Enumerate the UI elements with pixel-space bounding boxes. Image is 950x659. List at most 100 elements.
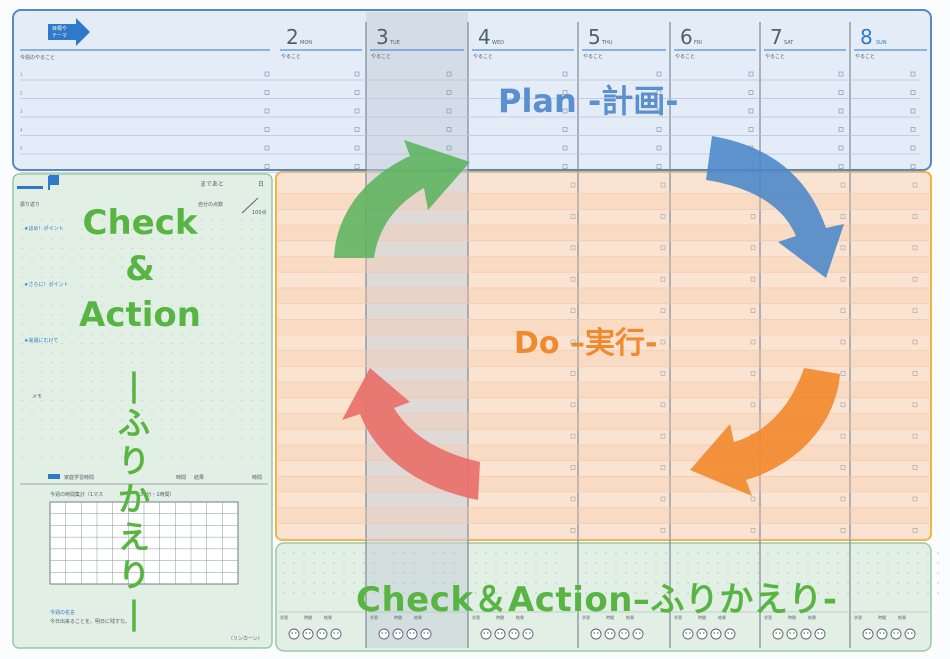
footer-study-label: 学習 — [674, 614, 682, 620]
grid-dot — [353, 582, 355, 584]
grid-dot — [737, 572, 739, 574]
grid-dot — [717, 582, 719, 584]
ampersand-label: & — [125, 249, 155, 289]
grid-dot — [151, 219, 153, 221]
grid-dot — [363, 552, 365, 554]
grid-dot — [505, 562, 507, 564]
grid-dot — [211, 285, 213, 288]
grid-dot — [81, 247, 83, 250]
grid-dot — [51, 276, 53, 278]
grid-dot — [111, 314, 113, 316]
grid-dot — [211, 390, 213, 392]
action-label: Action — [79, 295, 201, 335]
grid-dot — [555, 582, 557, 584]
grid-dot — [61, 437, 63, 440]
grid-dot — [241, 380, 243, 383]
grid-dot — [131, 228, 133, 231]
grid-dot — [343, 592, 345, 594]
grid-dot — [323, 582, 325, 584]
grid-dot — [443, 582, 445, 584]
grid-dot — [625, 592, 627, 594]
grid-dot — [171, 380, 173, 383]
grid-dot — [31, 257, 33, 259]
grid-dot — [241, 456, 243, 459]
grid-dot — [403, 562, 405, 564]
grid-dot — [433, 572, 435, 574]
checkbox — [656, 145, 662, 151]
grid-dot — [747, 552, 749, 554]
grid-dot — [241, 333, 243, 335]
grid-dot — [221, 276, 223, 278]
grid-dot — [211, 428, 213, 430]
grid-dot — [121, 409, 123, 411]
checkbox — [656, 90, 662, 95]
grid-dot — [111, 304, 113, 307]
grid-dot — [313, 562, 315, 564]
grid-dot — [61, 314, 63, 316]
grid-dot — [71, 323, 73, 326]
grid-dot — [71, 399, 73, 402]
grid-dot — [211, 342, 213, 345]
grid-dot — [91, 447, 93, 449]
grid-dot — [201, 380, 203, 383]
grid-dot — [241, 418, 243, 421]
footer-result-label: 結果 — [414, 614, 422, 620]
grid-dot — [191, 456, 193, 459]
grid-dot — [857, 552, 859, 554]
grid-dot — [101, 219, 103, 221]
grid-dot — [141, 437, 143, 440]
grid-dot — [71, 238, 73, 240]
grid-dot — [81, 304, 83, 307]
check-action-title: Check＆Action–ふりかえり- — [356, 580, 838, 620]
grid-dot — [51, 295, 53, 297]
grid-dot — [241, 304, 243, 307]
smiley-eye — [865, 632, 867, 634]
grid-dot — [767, 572, 769, 574]
grid-dot — [111, 228, 113, 231]
grid-dot — [101, 361, 103, 364]
grid-dot — [191, 228, 193, 231]
grid-dot — [131, 238, 133, 240]
grid-dot — [817, 552, 819, 554]
grid-dot — [191, 428, 193, 430]
grid-dot — [161, 409, 163, 411]
grid-dot — [31, 371, 33, 373]
grid-dot — [625, 562, 627, 564]
grid-dot — [241, 285, 243, 288]
grid-dot — [61, 247, 63, 250]
grid-dot — [21, 456, 23, 459]
grid-dot — [181, 314, 183, 316]
grid-dot — [485, 562, 487, 564]
grid-dot — [201, 418, 203, 421]
grid-dot — [121, 361, 123, 364]
grid-dot — [515, 592, 517, 594]
checkbox — [660, 308, 666, 313]
grid-dot — [31, 323, 33, 326]
grid-dot — [41, 456, 43, 459]
grid-dot — [161, 456, 163, 459]
grid-dot — [323, 562, 325, 564]
grid-dot — [21, 352, 23, 354]
grid-dot — [867, 572, 869, 574]
grid-dot — [595, 582, 597, 584]
todo-label: やること — [675, 53, 695, 60]
grid-dot — [333, 552, 335, 554]
smiley-face-icon — [508, 628, 520, 640]
checkbox — [840, 276, 846, 282]
grid-dot — [161, 276, 163, 278]
grid-dot — [51, 314, 53, 316]
grid-dot — [625, 552, 627, 554]
grid-dot — [41, 342, 43, 345]
grid-dot — [131, 257, 133, 259]
checkbox — [264, 108, 270, 114]
grid-dot — [261, 219, 263, 221]
grid-dot — [261, 456, 263, 459]
grid-dot — [201, 399, 203, 402]
study-marker — [48, 474, 60, 479]
checkbox — [912, 214, 918, 219]
grid-dot — [91, 238, 93, 240]
grid-dot — [383, 562, 385, 564]
grid-dot — [887, 562, 889, 564]
grid-dot — [545, 582, 547, 584]
